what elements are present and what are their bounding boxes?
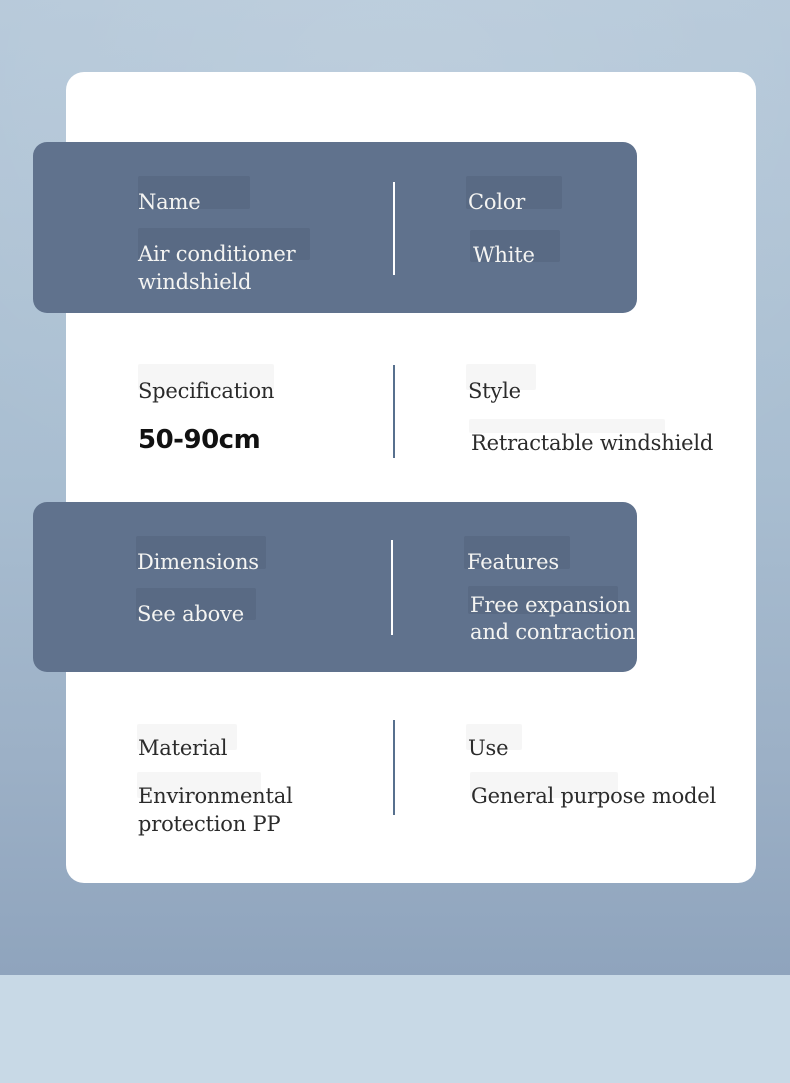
spec-value-material: Environmental protection PP bbox=[138, 784, 293, 836]
translation-artifact bbox=[464, 536, 570, 569]
translation-artifact bbox=[137, 724, 237, 750]
spec-value-name: Air conditioner windshield bbox=[138, 242, 296, 294]
translation-artifact bbox=[137, 772, 261, 798]
spec-band-row3 bbox=[33, 502, 637, 672]
spec-label-specification: Specification bbox=[138, 379, 275, 403]
translation-artifact bbox=[469, 419, 665, 433]
spec-value-use: General purpose model bbox=[471, 784, 717, 808]
spec-label-dimensions: Dimensions bbox=[137, 550, 259, 574]
spec-value-specification: 50-90cm bbox=[138, 425, 261, 455]
translation-artifact bbox=[466, 364, 536, 390]
translation-artifact bbox=[136, 588, 256, 620]
spec-label-material: Material bbox=[138, 736, 228, 760]
spec-label-style: Style bbox=[468, 379, 521, 403]
translation-artifact bbox=[466, 724, 522, 750]
spec-band-row1 bbox=[33, 142, 637, 313]
column-divider-row3 bbox=[391, 540, 393, 635]
translation-artifact bbox=[138, 364, 274, 390]
translation-artifact bbox=[470, 772, 618, 798]
translation-artifact bbox=[468, 586, 618, 614]
column-divider-row4 bbox=[393, 720, 395, 815]
translation-artifact bbox=[138, 176, 250, 209]
spec-label-name: Name bbox=[138, 190, 201, 214]
spec-label-use: Use bbox=[468, 736, 509, 760]
translation-artifact bbox=[466, 176, 562, 209]
spec-label-color: Color bbox=[468, 190, 526, 214]
translation-artifact bbox=[470, 230, 560, 262]
spec-value-features: Free expansion and contraction bbox=[470, 593, 636, 644]
translation-artifact bbox=[136, 536, 266, 569]
column-divider-row1 bbox=[393, 182, 395, 275]
background-footer-band bbox=[0, 975, 790, 1083]
column-divider-row2 bbox=[393, 365, 395, 458]
spec-value-style: Retractable windshield bbox=[471, 431, 714, 455]
translation-artifact bbox=[138, 228, 310, 260]
spec-value-color: White bbox=[473, 243, 535, 267]
spec-label-features: Features bbox=[467, 550, 559, 574]
spec-value-dimensions: See above bbox=[137, 602, 245, 626]
